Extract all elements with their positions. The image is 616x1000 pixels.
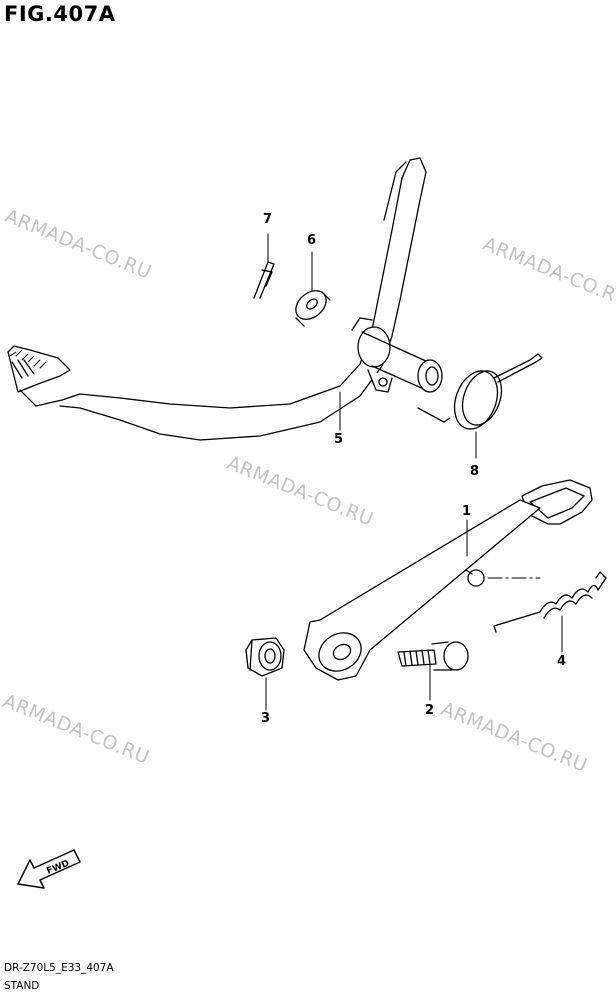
bolt xyxy=(397,641,469,671)
callout-number: 3 xyxy=(261,711,271,726)
callout-number: 8 xyxy=(470,464,480,479)
side-stand-spring xyxy=(493,571,607,633)
return-spring xyxy=(417,353,543,430)
bushing xyxy=(245,637,285,677)
washer xyxy=(295,290,331,327)
callout-number: 2 xyxy=(425,703,435,718)
leader-lines xyxy=(265,233,563,711)
callout-number: 7 xyxy=(263,212,273,227)
figure-title: FIG.407A xyxy=(4,2,116,26)
callout-number: 1 xyxy=(462,504,472,519)
figure-name: STAND xyxy=(4,980,40,992)
fwd-arrow-icon xyxy=(17,849,81,889)
cotter-pin xyxy=(253,261,275,299)
callout-number: 4 xyxy=(557,654,567,669)
brake-pedal-lever xyxy=(7,157,443,441)
side-stand xyxy=(303,479,593,681)
figure-code: DR-Z70L5_E33_407A xyxy=(4,962,114,974)
callout-number: 5 xyxy=(334,432,344,447)
callout-number: 6 xyxy=(307,233,317,248)
